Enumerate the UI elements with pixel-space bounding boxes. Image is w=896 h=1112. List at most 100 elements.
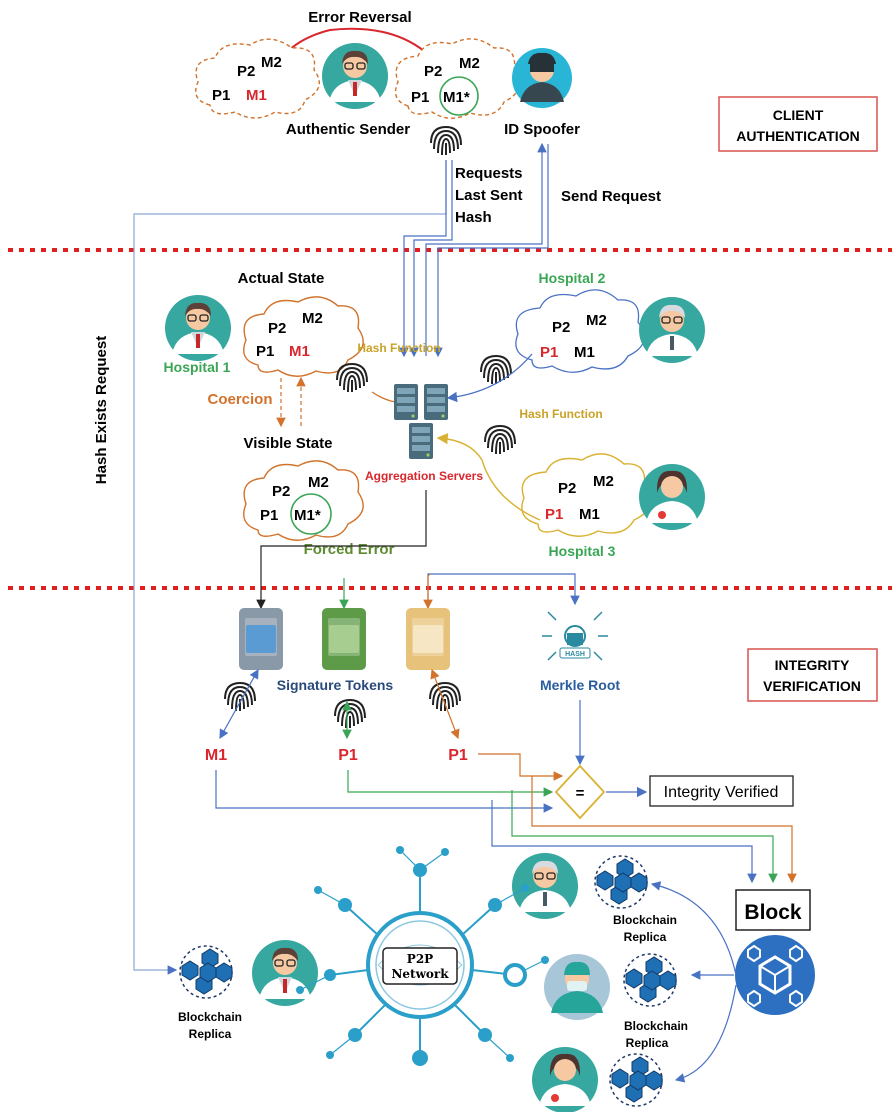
replica-left-line2: Replica [189,1027,232,1041]
client-auth-line1: CLIENT [773,107,824,123]
merkle-root-label: Merkle Root [540,677,620,693]
send-request-line [425,142,547,356]
network-user-nurse-icon [532,1047,598,1112]
replica2-line1: Blockchain [624,1019,688,1033]
cloud-sender-state: P2 M2 P1 M1 [195,38,320,119]
p2p-network-nodes [296,846,549,1066]
cloud1-p1: P1 [212,87,230,104]
to-block-orange [531,776,797,884]
requests-label-1: Requests [455,165,523,182]
hash-exists-request-label: Hash Exists Request [93,336,110,484]
integrity-verified-label: Integrity Verified [664,784,779,801]
block-chain-icon [735,935,815,1015]
m1-to-compare-line [215,770,554,813]
visible-state-label: Visible State [244,435,333,452]
spoofer-line [433,144,549,358]
hospital2-icon [638,296,706,364]
forced-error-label: Forced Error [304,541,395,558]
aggregation-servers-label: Aggregation Servers [365,469,483,483]
hospital3-icon [639,464,705,530]
cloud1-p2: P2 [237,63,255,80]
cloud4-p1: P1 [260,507,278,524]
token3-p1-arrow [430,668,460,740]
hospital1-label: Hospital 1 [164,359,231,375]
fingerprint-icon-h1 [336,363,368,393]
hospital2-label: Hospital 2 [539,270,606,286]
send-request-label: Send Request [561,188,661,205]
p2p-line2: Network [391,967,449,981]
value-p1-orange: P1 [448,747,468,764]
network-user-left-doctor-icon [251,939,319,1007]
block-to-replica1 [650,881,737,976]
cloud3-m1: M1 [289,343,310,360]
blockchain-replica-icon-left [179,945,233,999]
cloud6-p1: P1 [545,506,563,523]
p1g-to-compare-line [347,770,554,797]
server-to-token3-line [427,573,431,577]
token1-m1-arrow [219,668,259,740]
cloud3-m2: M2 [302,310,323,327]
fingerprint-icon-b3 [429,682,461,712]
cloud6-m2: M2 [593,473,614,490]
fingerprint-icon-h2 [480,355,512,385]
authentic-sender-label: Authentic Sender [286,121,410,138]
signature-token-3 [406,608,450,670]
cloud5-m2: M2 [586,312,607,329]
to-block-blue [491,800,757,884]
cloud3-p1: P1 [256,343,274,360]
hospital3-label: Hospital 3 [549,543,616,559]
cloud2-m1-star: M1* [443,89,470,106]
signature-token-1 [239,608,283,670]
h3-to-server-arrow [436,433,541,521]
cloud6-p2: P2 [558,480,576,497]
integrity-verified-box [649,775,794,807]
integrity-verification-box [747,648,878,702]
fingerprint-icon-top [430,126,462,156]
block-box [735,889,811,931]
fingerprint-icon-b1 [224,682,256,712]
cloud1-m1: M1 [246,87,267,104]
block-label: Block [744,901,802,924]
error-reversal-label: Error Reversal [308,9,411,26]
cloud5-p2: P2 [552,319,570,336]
cloud-spoofed-state: P2 M2 P1 M1* [394,38,520,119]
hash-function-label-2: Hash Function [519,407,602,421]
network-user-surgeon-icon [544,954,610,1020]
merkle-hash-text: HASH [565,651,585,658]
coercion-label: Coercion [207,391,272,408]
cloud-hospital3: P2 M2 P1 M1 [521,453,651,537]
cloud4-m1-star: M1* [294,507,321,524]
cloud2-p1: P1 [411,89,429,106]
cloud-hospital2: P2 M2 P1 M1 [515,289,645,373]
cloud5-p1: P1 [540,344,558,361]
replica-left-line1: Blockchain [178,1010,242,1024]
to-block-green [511,790,778,884]
blockchain-replica-icon-3 [609,1053,663,1107]
client-auth-line2: AUTHENTICATION [736,128,859,144]
cloud5-m1: M1 [574,344,595,361]
signature-token-2 [322,608,366,670]
blockchain-replica-icon-1 [594,855,648,909]
integrity-line2: VERIFICATION [763,678,861,694]
request-line-b [409,160,453,358]
signature-tokens-label: Signature Tokens [277,677,394,693]
integrity-line1: INTEGRITY [775,657,850,673]
value-p1-green: P1 [338,747,358,764]
aggregation-servers [394,384,448,459]
p2p-network-box [382,947,458,985]
cloud-actual-state: P2 M2 P1 M1 [243,296,364,377]
fingerprint-icon-h3 [484,425,516,455]
cloud2-p2: P2 [424,63,442,80]
hospital1-icon [164,294,232,362]
authentic-sender-icon [321,42,389,110]
request-line-a [399,160,447,358]
server-to-token1-line [256,490,427,610]
merkle-root-icon: HASH [542,611,608,661]
requests-label-2: Last Sent [455,187,523,204]
server-to-merkle-line [427,573,580,608]
cloud4-m2: M2 [308,474,329,491]
p2p-line1: P2P [407,952,433,966]
id-spoofer-label: ID Spoofer [504,121,580,138]
fingerprint-icon-b2 [334,699,366,729]
